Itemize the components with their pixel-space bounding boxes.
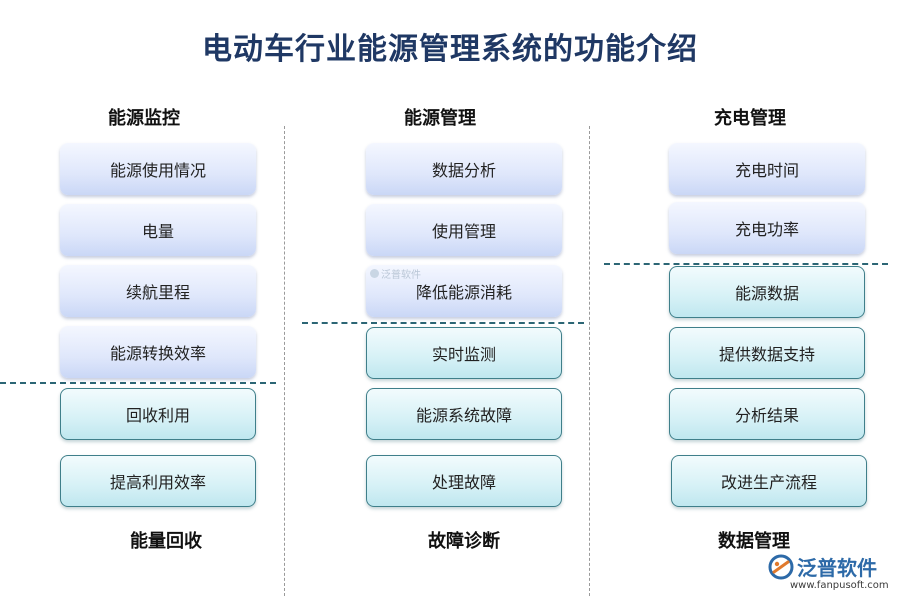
col1-item-energy-usage: 能源使用情况 — [60, 143, 256, 195]
column-1-bottom-label: 能量回收 — [130, 531, 202, 552]
col1-item-conversion-efficiency: 能源转换效率 — [60, 326, 256, 378]
brand-logo-text: 泛普软件 — [797, 556, 877, 580]
section-divider-col2 — [302, 322, 584, 324]
col2-item-realtime-monitoring: 实时监测 — [366, 327, 562, 379]
col2-item-data-analysis: 数据分析 — [366, 143, 562, 195]
section-divider-col1 — [0, 382, 276, 384]
brand-logo: 泛普软件 — [768, 552, 877, 581]
col3-item-charge-time: 充电时间 — [669, 143, 865, 195]
col2-item-handle-fault: 处理故障 — [366, 455, 562, 507]
col1-item-battery: 电量 — [60, 204, 256, 256]
column-3-top-label: 充电管理 — [714, 108, 786, 129]
watermark-text: 泛普软件 — [381, 270, 421, 281]
col1-item-range: 续航里程 — [60, 265, 256, 317]
column-2-top-label: 能源管理 — [404, 108, 476, 129]
col3-item-analysis-results: 分析结果 — [669, 388, 865, 440]
column-divider-1 — [284, 126, 285, 596]
col3-item-energy-data: 能源数据 — [669, 266, 865, 318]
watermark: 泛普软件 — [370, 266, 421, 281]
col3-item-charge-power: 充电功率 — [669, 202, 865, 254]
col2-item-system-fault: 能源系统故障 — [366, 388, 562, 440]
column-1-top-label: 能源监控 — [108, 108, 180, 129]
col3-item-data-support: 提供数据支持 — [669, 327, 865, 379]
watermark-logo-icon — [370, 269, 379, 278]
column-3-bottom-label: 数据管理 — [718, 531, 790, 552]
col2-item-usage-management: 使用管理 — [366, 204, 562, 256]
col2-item-reduce-consumption: 降低能源消耗 — [366, 265, 562, 317]
col3-item-improve-process: 改进生产流程 — [671, 455, 867, 507]
col1-item-recycle: 回收利用 — [60, 388, 256, 440]
page-title: 电动车行业能源管理系统的功能介绍 — [202, 32, 698, 67]
column-divider-2 — [589, 126, 590, 596]
column-2-bottom-label: 故障诊断 — [428, 531, 500, 552]
section-divider-col3 — [604, 263, 888, 265]
brand-url: www.fanpusoft.com — [790, 580, 889, 591]
brand-logo-icon — [768, 554, 794, 579]
col1-item-improve-efficiency: 提高利用效率 — [60, 455, 256, 507]
